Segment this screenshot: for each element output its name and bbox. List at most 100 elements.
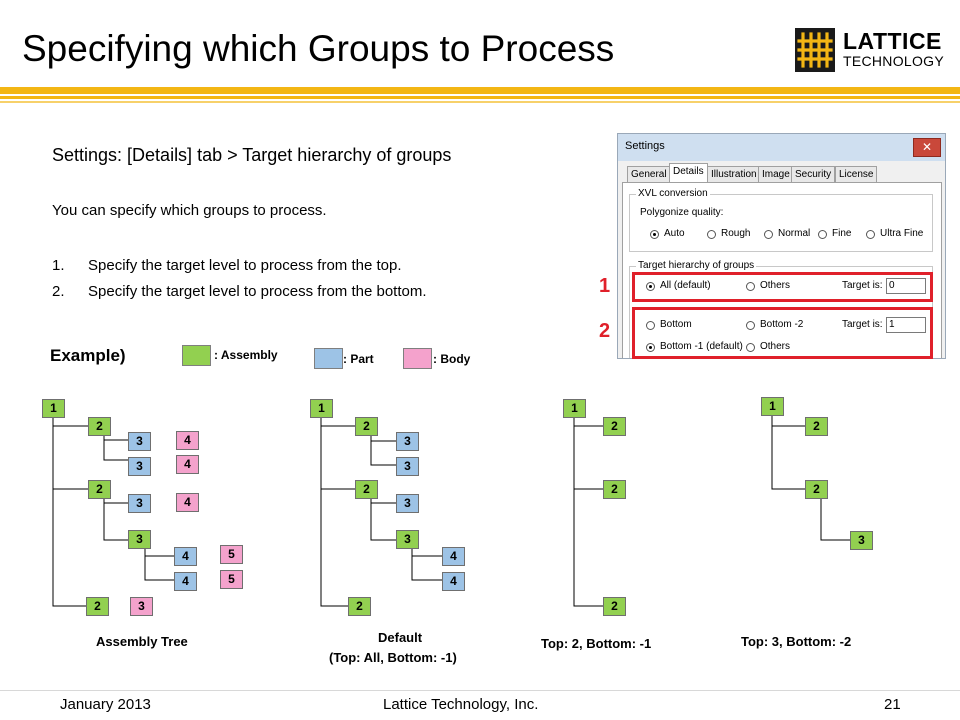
intro-text: You can specify which groups to process.: [52, 202, 327, 219]
lattice-logo-icon: [795, 28, 835, 72]
radio-label: All (default): [660, 280, 711, 291]
target-label: Target is:: [842, 280, 883, 291]
step-item: 1. Specify the target level to process fr…: [52, 257, 402, 274]
legend-label-assembly: : Assembly: [214, 348, 278, 362]
tree-node-body: 4: [176, 455, 199, 474]
page-number: 21: [884, 696, 901, 713]
tree-node-body: 4: [176, 493, 199, 512]
tree-node-part: 4: [442, 547, 465, 566]
close-icon[interactable]: ✕: [913, 138, 941, 157]
polygonize-label: Polygonize quality:: [640, 207, 724, 218]
tree-node-part: 3: [396, 494, 419, 513]
tree-node-part: 3: [396, 457, 419, 476]
diagram-caption: Top: 2, Bottom: -1: [541, 636, 652, 651]
bottom-others-radio[interactable]: [746, 343, 755, 352]
group-title: Target hierarchy of groups: [636, 260, 757, 271]
quality-rough-radio[interactable]: [707, 230, 716, 239]
settings-path: Settings: [Details] tab > Target hierarc…: [52, 145, 452, 165]
radio-label: Bottom -2: [760, 319, 804, 330]
tree-node-body: 5: [220, 545, 243, 564]
marker-bottom: 2: [599, 320, 611, 342]
tree-node-assembly: 2: [355, 480, 378, 499]
bottom-2-radio[interactable]: [746, 321, 755, 330]
tree-node-body: 3: [130, 597, 153, 616]
diagram-caption: Top: 3, Bottom: -2: [741, 634, 852, 649]
tree-node-assembly: 2: [348, 597, 371, 616]
step-text: Specify the target level to process from…: [88, 257, 402, 274]
legend-swatch-part: [314, 348, 343, 369]
tab-security[interactable]: Security: [791, 166, 836, 183]
quality-fine-radio[interactable]: [818, 230, 827, 239]
settings-dialog: Settings ✕ General Details Illustration …: [617, 133, 946, 359]
tree-node-part: 4: [442, 572, 465, 591]
radio-label: Others: [760, 280, 791, 291]
quality-auto-radio[interactable]: [650, 230, 659, 239]
radio-label: Rough: [721, 228, 751, 239]
radio-label: Auto: [664, 228, 685, 239]
tree-node-assembly: 2: [805, 417, 828, 436]
top-target-highlight: [632, 272, 933, 302]
legend-label-part: : Part: [343, 352, 374, 366]
top-target-input[interactable]: 0: [886, 278, 926, 294]
radio-label: Bottom -1 (default): [660, 341, 743, 352]
bottom-radio[interactable]: [646, 321, 655, 330]
marker-top: 1: [599, 275, 611, 297]
footer-rule: [0, 690, 960, 691]
legend-label-body: : Body: [433, 352, 471, 366]
tree-node-assembly: 2: [603, 597, 626, 616]
tree-node-part: 4: [174, 547, 197, 566]
step-item: 2. Specify the target level to process fr…: [52, 283, 427, 300]
tree-node-part: 4: [174, 572, 197, 591]
tree-node-assembly: 3: [396, 530, 419, 549]
xvl-conversion-group: [629, 194, 933, 252]
tree-node-assembly: 1: [42, 399, 65, 418]
bottom-target-highlight: [632, 307, 933, 359]
bottom-1-default-radio[interactable]: [646, 343, 655, 352]
step-number: 1.: [52, 257, 65, 274]
diagram-caption: (Top: All, Bottom: -1): [329, 650, 457, 665]
top-others-radio[interactable]: [746, 282, 755, 291]
tree-node-assembly: 2: [88, 417, 111, 436]
tree-node-assembly: 3: [850, 531, 873, 550]
target-label: Target is:: [842, 319, 883, 330]
tree-node-assembly: 2: [603, 417, 626, 436]
footer-company: Lattice Technology, Inc.: [383, 696, 539, 713]
tree-node-assembly: 3: [128, 530, 151, 549]
tree-node-assembly: 2: [805, 480, 828, 499]
legend-title: Example): [50, 346, 126, 365]
footer-date: January 2013: [60, 696, 151, 713]
bottom-target-input[interactable]: 1: [886, 317, 926, 333]
dialog-titlebar: [618, 134, 945, 161]
radio-label: Normal: [778, 228, 811, 239]
radio-label: Bottom: [660, 319, 692, 330]
diagram-caption: Default: [378, 630, 423, 645]
tree-node-part: 3: [128, 494, 151, 513]
tree-node-assembly: 1: [310, 399, 333, 418]
quality-normal-radio[interactable]: [764, 230, 773, 239]
tree-node-assembly: 2: [86, 597, 109, 616]
step-number: 2.: [52, 283, 65, 300]
tab-license[interactable]: License: [835, 166, 878, 183]
radio-label: Others: [760, 341, 791, 352]
quality-ultrafine-radio[interactable]: [866, 230, 875, 239]
header-rule: [0, 96, 960, 99]
top-all-radio[interactable]: [646, 282, 655, 291]
diagram-caption: Assembly Tree: [96, 634, 188, 649]
logo-subtext: TECHNOLOGY: [843, 53, 945, 69]
radio-label: Ultra Fine: [880, 228, 924, 239]
header-rule: [0, 101, 960, 103]
tree-node-assembly: 2: [355, 417, 378, 436]
step-text: Specify the target level to process from…: [88, 283, 427, 300]
tree-node-assembly: 2: [88, 480, 111, 499]
group-title: XVL conversion: [636, 188, 710, 199]
legend-swatch-assembly: [182, 345, 211, 366]
tree-node-part: 3: [396, 432, 419, 451]
tree-node-part: 3: [128, 432, 151, 451]
page-title: Specifying which Groups to Process: [22, 28, 615, 69]
legend-swatch-body: [403, 348, 432, 369]
logo-text: LATTICE: [843, 28, 942, 54]
tree-node-body: 5: [220, 570, 243, 589]
tree-node-part: 3: [128, 457, 151, 476]
tree-node-assembly: 2: [603, 480, 626, 499]
